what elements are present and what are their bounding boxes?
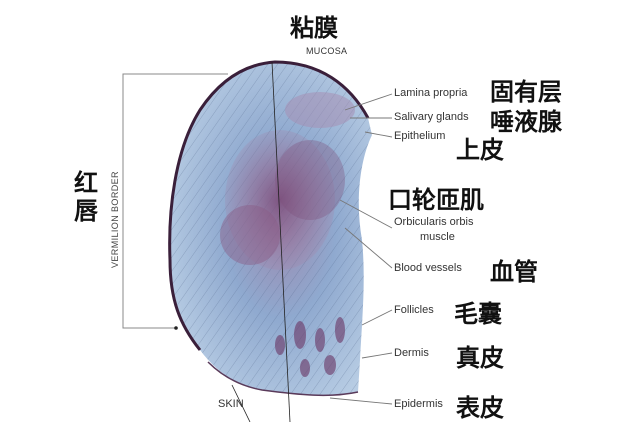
orbicularis-muscle-region <box>225 130 335 270</box>
follicles-region <box>275 317 345 377</box>
vermilion-zh-1: 红 <box>74 168 98 197</box>
epidermis-zh: 表皮 <box>456 393 504 422</box>
epithelium-border <box>168 60 370 351</box>
vermilion-border-label: VERMILION BORDER <box>110 171 120 268</box>
dermis-zh: 真皮 <box>456 343 504 372</box>
follicles-label: Follicles <box>394 304 434 316</box>
orbicularis-zh: 口轮匝肌 <box>388 185 484 214</box>
orbicularis-label-2: muscle <box>420 231 455 243</box>
salivary-glands-label: Salivary glands <box>394 111 469 123</box>
mucosa-title-en: MUCOSA <box>306 46 348 56</box>
lamina-propria-label: Lamina propria <box>394 87 468 99</box>
epidermis-label: Epidermis <box>394 398 443 410</box>
skin-label: SKIN <box>218 398 244 410</box>
mucosa-title-zh: 粘膜 <box>290 13 338 42</box>
vermilion-bracket <box>122 73 228 329</box>
lamina-propria-zh: 固有层 <box>490 77 562 106</box>
leader-lines <box>329 93 393 405</box>
blood-vessels-label: Blood vessels <box>394 262 462 274</box>
epithelium-label: Epithelium <box>394 130 446 142</box>
salivary-glands-zh: 唾液腺 <box>490 107 562 136</box>
epithelium-zh: 上皮 <box>456 135 504 164</box>
blood-vessels-zh: 血管 <box>490 257 538 286</box>
vermilion-zh-2: 唇 <box>74 196 98 225</box>
dermis-label: Dermis <box>394 347 429 359</box>
orbicularis-label-1: Orbicularis orbis <box>394 216 474 228</box>
follicles-zh: 毛囊 <box>454 299 502 328</box>
